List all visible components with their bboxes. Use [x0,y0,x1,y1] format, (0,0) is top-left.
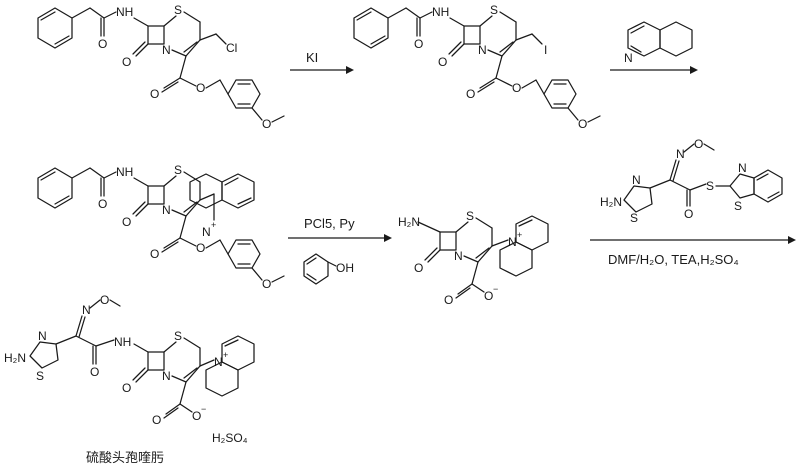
charge-plus: + [223,350,228,360]
atom-n: N [162,369,171,383]
atom-s: S [466,209,474,223]
atom-oh: OH [336,261,354,275]
compound-1-chloromethyl-ester: O NH O N S Cl O O O [37,3,285,131]
atom-n: N [676,147,685,161]
atom-o: O [512,81,521,95]
reagent-phenol: OH [303,253,354,285]
atom-o: O [150,247,159,261]
atom-o: O [444,293,453,307]
charge-plus: + [211,220,216,230]
atom-o: O [684,207,693,221]
atom-cl: Cl [226,41,237,55]
atom-o: O [98,37,107,51]
atom-o: O [196,81,205,95]
atom-s: S [174,163,182,177]
atom-nh: NH [432,5,449,19]
atom-nh: NH [114,335,131,349]
atom-h2n: H₂N [4,351,26,365]
reaction-arrow-3: PCl5, Py OH [288,216,392,285]
atom-o: O [414,261,423,275]
atom-o: O [150,87,159,101]
charge-minus: − [201,404,206,414]
compound-3-quinolinium-ester: O NH O N S N + O O O [37,163,285,291]
atom-s: S [734,199,742,213]
atom-o: O [192,409,201,423]
atom-h2n: H₂N [398,215,420,229]
reaction-arrow-4: DMF/H₂O, TEA,H₂SO₄ [590,236,796,267]
atom-o: O [262,277,271,291]
atom-o: O [122,381,131,395]
compound-2-iodomethyl-ester: O NH O N S I O O O [353,3,601,131]
atom-s: S [630,211,638,225]
reagent-aminothiazole-active-ester: H₂N S N N O O S S N [600,137,783,225]
atom-nh: NH [116,165,133,179]
atom-i: I [544,43,547,57]
reagent-pcl5-py: PCl5, Py [304,216,355,231]
atom-o: O [122,215,131,229]
atom-h2n: H₂N [600,195,622,209]
atom-o: O [414,37,423,51]
atom-n-plus: N [214,355,223,369]
charge-minus: − [493,284,498,294]
atom-n-plus: N [202,225,211,239]
atom-s: S [174,3,182,17]
atom-n: N [632,173,641,187]
reaction-arrow-2 [610,66,698,74]
product-caption: 硫酸头孢喹肟 [86,451,164,466]
atom-n: N [454,249,463,263]
atom-n: N [162,203,171,217]
conditions-dmf-tea-h2so4: DMF/H₂O, TEA,H₂SO₄ [608,252,739,267]
atom-n: N [624,51,633,65]
reagent-tetrahydroquinoline: N [624,21,693,65]
atom-n: N [478,43,487,57]
atom-nh: NH [116,5,133,19]
atom-o: O [152,413,161,427]
atom-o: O [262,117,271,131]
atom-o: O [122,55,131,69]
atom-s: S [706,179,714,193]
atom-o: O [578,117,587,131]
atom-n: N [38,329,47,343]
atom-n: N [82,303,91,317]
compound-4-amino-intermediate: H₂N O N S N + O O − [398,209,549,307]
atom-s: S [490,3,498,17]
atom-n-plus: N [508,235,517,249]
sulfate-counterion: H₂SO₄ [212,431,248,445]
atom-n: N [738,161,747,175]
charge-plus: + [517,230,522,240]
atom-o: O [438,55,447,69]
atom-o: O [90,365,99,379]
atom-s: S [174,329,182,343]
reagent-ki: KI [306,50,318,65]
atom-o: O [98,197,107,211]
reaction-arrow-1: KI [290,50,354,74]
atom-o: O [466,87,475,101]
atom-o: O [484,289,493,303]
atom-o: O [100,293,109,307]
atom-s: S [36,369,44,383]
product-cefquinome-sulfate: H₂N S N N O O NH O N S N + [4,293,255,466]
atom-n: N [162,43,171,57]
atom-o: O [196,241,205,255]
atom-o: O [694,137,703,151]
